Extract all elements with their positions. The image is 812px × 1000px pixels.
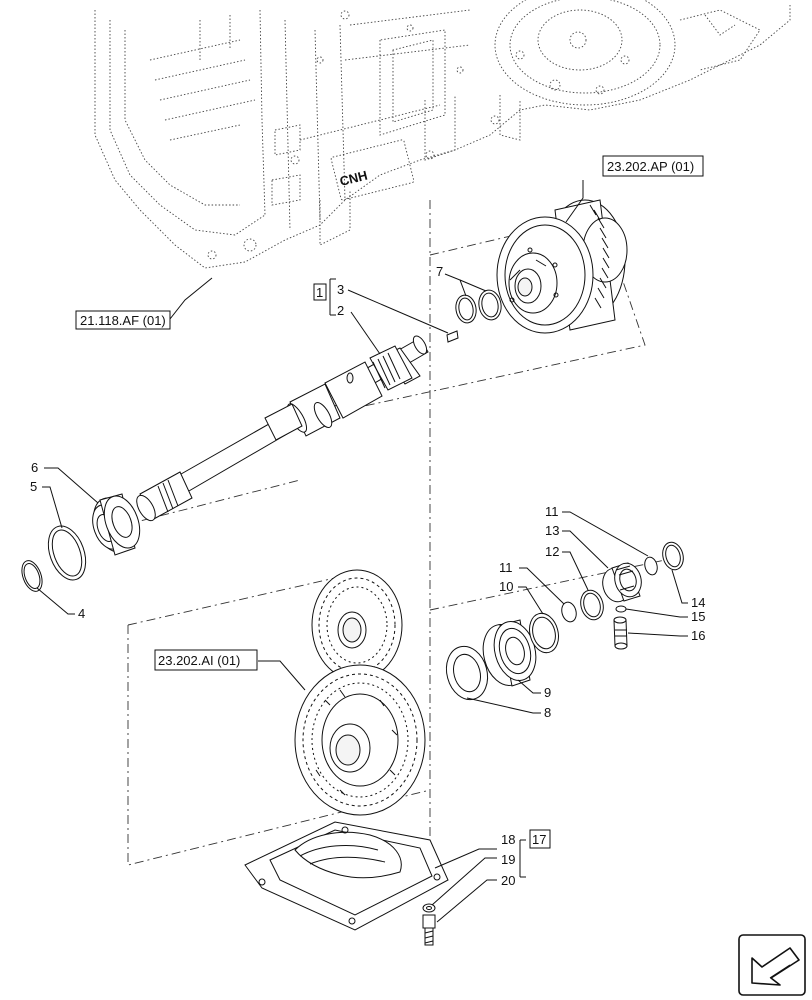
bearing-9 [482,619,537,687]
svg-text:21.118.AF (01): 21.118.AF (01) [80,313,166,328]
clutch-pack [496,199,628,334]
kit-box-1: 1 [313,283,327,301]
callout-13: 13 [545,523,559,538]
ring-12 [580,589,604,621]
o-ring-11-upper [644,556,658,576]
pin-16 [613,616,628,650]
washer-19 [422,903,436,913]
washer-8 [445,645,489,701]
callout-8: 8 [544,705,551,720]
callout-10: 10 [499,579,513,594]
brand-logo: CNH [338,168,369,189]
reference-housing[interactable]: 21.118.AF (01) [75,310,171,330]
svg-text:23.202.AI (01): 23.202.AI (01) [158,653,240,668]
svg-text:17: 17 [532,832,546,847]
reference-gears[interactable]: 23.202.AI (01) [154,649,258,671]
bearing-6 [92,493,141,556]
callout-4: 4 [78,606,85,621]
callout-20: 20 [501,873,515,888]
svg-text:23.202.AP (01): 23.202.AP (01) [607,159,694,174]
callout-7: 7 [436,264,443,279]
o-ring-14 [662,541,684,571]
piston-13 [602,562,642,603]
callout-2: 2 [337,303,344,318]
screw-20 [422,914,436,946]
cover-plate-18 [244,821,449,931]
callout-6: 6 [31,460,38,475]
leader-lines [36,180,688,923]
callout-labels: 3 2 7 6 5 4 8 9 10 11 12 13 11 14 15 16 … [30,264,705,888]
callout-9: 9 [544,685,551,700]
kit-box-17: 17 [529,829,551,849]
callout-18: 18 [501,832,515,847]
o-ring-11-lower [561,601,577,623]
callout-3: 3 [337,282,344,297]
callout-19: 19 [501,852,515,867]
arrow-back-icon[interactable] [738,934,806,996]
callout-5: 5 [30,479,37,494]
transmission-housing: CNH [94,0,791,269]
pin-3 [446,330,459,343]
callout-15: 15 [691,609,705,624]
main-shaft [136,335,429,522]
circlip-10 [529,612,559,654]
svg-text:1: 1 [316,285,323,300]
circlip-5 [47,525,87,581]
gear-assembly [294,569,426,816]
callout-12: 12 [545,544,559,559]
callout-14: 14 [691,595,705,610]
callout-11-lower: 11 [499,560,513,575]
o-rings-7 [455,289,502,324]
o-ring-4 [21,560,43,592]
reference-clutch[interactable]: 23.202.AP (01) [602,155,704,177]
callout-11-upper: 11 [545,504,559,519]
callout-16: 16 [691,628,705,643]
plug-15 [615,605,627,613]
